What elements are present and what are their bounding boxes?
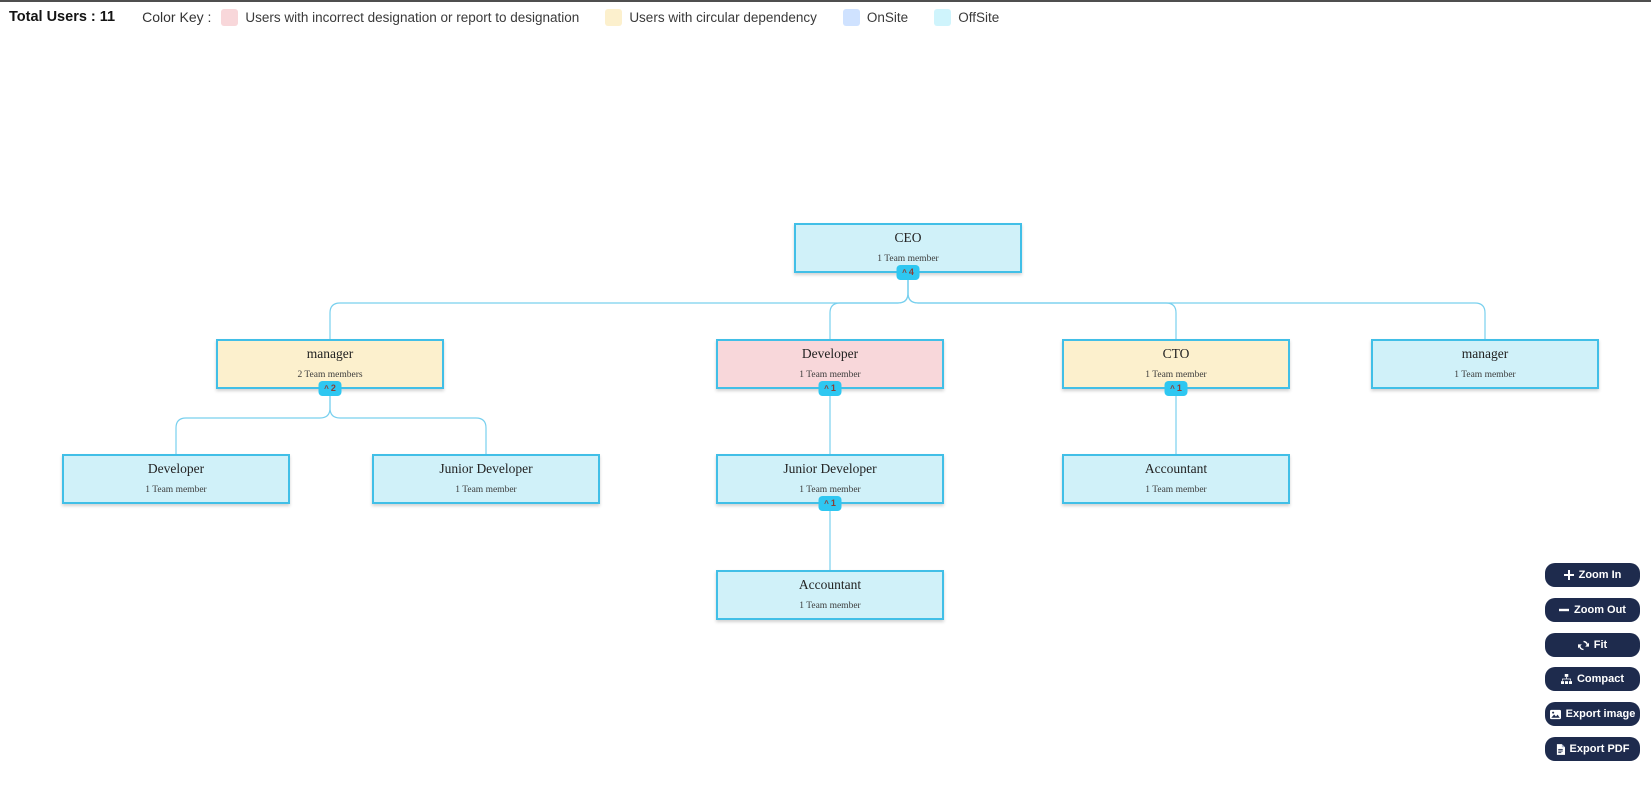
node-title: Developer: [147, 461, 205, 476]
refresh-icon: [1577, 640, 1589, 651]
org-node-accountant-2[interactable]: Accountant 1 Team member: [716, 570, 944, 620]
node-title: Accountant: [1144, 461, 1208, 476]
button-label: Zoom Out: [1574, 604, 1626, 616]
org-node-manager-2[interactable]: manager 1 Team member: [1371, 339, 1599, 389]
node-subtitle: 1 Team member: [1145, 370, 1207, 380]
button-label: Fit: [1593, 639, 1608, 651]
legend-item: OnSite: [842, 8, 909, 26]
legend-swatch-icon: [934, 8, 952, 26]
node-subtitle: 1 Team member: [877, 254, 939, 264]
org-node-developer-2[interactable]: Developer 1 Team member: [62, 454, 290, 504]
sitemap-icon: [1560, 673, 1572, 685]
header-bar: Total Users : 11 Color Key : Users with …: [0, 2, 1651, 32]
collapse-badge[interactable]: ^1: [818, 381, 842, 396]
org-node-cto[interactable]: CTO 1 Team member^1: [1062, 339, 1290, 396]
org-node-developer-1[interactable]: Developer 1 Team member^1: [716, 339, 944, 396]
collapse-badge[interactable]: ^1: [818, 496, 842, 511]
legend-label: Users with circular dependency: [629, 9, 817, 25]
collapse-badge[interactable]: ^1: [1164, 381, 1188, 396]
export-pdf-button[interactable]: Export PDF: [1545, 737, 1640, 761]
caret-up-icon: ^: [324, 384, 329, 393]
image-icon: [1549, 709, 1561, 720]
button-label: Export PDF: [1569, 743, 1630, 755]
legend-label: Users with incorrect designation or repo…: [245, 9, 580, 25]
fit-button[interactable]: Fit: [1545, 633, 1640, 657]
total-users-label: Total Users :: [9, 9, 96, 25]
zoom-in-button[interactable]: Zoom In: [1545, 563, 1640, 587]
compact-button[interactable]: Compact: [1545, 667, 1640, 691]
export-image-button[interactable]: Export image: [1545, 702, 1640, 726]
node-subtitle: 1 Team member: [799, 370, 861, 380]
button-label: Zoom In: [1578, 569, 1622, 581]
collapse-badge[interactable]: ^4: [896, 265, 920, 280]
node-title: CEO: [894, 230, 922, 245]
node-subtitle: 1 Team member: [1145, 485, 1207, 495]
pdf-file-icon: [1556, 743, 1565, 755]
total-users: Total Users : 11: [9, 9, 115, 25]
node-title: Junior Developer: [783, 461, 877, 476]
node-subtitle: 1 Team member: [799, 485, 861, 495]
legend-item: Users with incorrect designation or repo…: [221, 8, 580, 26]
zoom-out-button[interactable]: Zoom Out: [1545, 598, 1640, 622]
legend-swatch-icon: [842, 8, 860, 26]
caret-up-icon: ^: [1170, 384, 1175, 393]
caret-up-icon: ^: [902, 268, 907, 277]
legend-item: Users with circular dependency: [605, 8, 817, 26]
minus-icon: [1559, 605, 1570, 615]
node-title: manager: [1461, 346, 1509, 361]
caret-up-icon: ^: [824, 384, 829, 393]
org-node-accountant-1[interactable]: Accountant 1 Team member: [1062, 454, 1290, 504]
org-node-junior-developer-1[interactable]: Junior Developer 1 Team member: [372, 454, 600, 504]
node-title: manager: [306, 346, 354, 361]
collapse-badge[interactable]: ^2: [318, 381, 342, 396]
legend-swatch-icon: [221, 8, 239, 26]
legend-label: OffSite: [958, 9, 1000, 25]
node-subtitle: 1 Team member: [1454, 370, 1516, 380]
total-users-value: 11: [99, 9, 116, 25]
node-subtitle: 2 Team members: [297, 370, 363, 380]
caret-up-icon: ^: [824, 499, 829, 508]
node-title: Accountant: [798, 577, 862, 592]
legend-swatch-icon: [605, 8, 623, 26]
button-label: Export image: [1565, 708, 1636, 720]
org-node-ceo[interactable]: CEO 1 Team member^4: [794, 223, 1022, 280]
plus-icon: [1563, 570, 1574, 580]
node-subtitle: 1 Team member: [455, 485, 517, 495]
node-subtitle: 1 Team member: [145, 485, 207, 495]
legend-label: OnSite: [866, 9, 909, 25]
legend-item: OffSite: [934, 8, 1000, 26]
org-node-junior-developer-2[interactable]: Junior Developer 1 Team member^1: [716, 454, 944, 511]
node-title: Developer: [801, 346, 859, 361]
color-key-label: Color Key :: [142, 9, 212, 25]
org-node-manager-1[interactable]: manager 2 Team members^2: [216, 339, 444, 396]
legend: Users with incorrect designation or repo…: [221, 8, 1000, 26]
node-subtitle: 1 Team member: [799, 601, 861, 611]
button-label: Compact: [1576, 673, 1625, 685]
node-title: CTO: [1162, 346, 1190, 361]
node-title: Junior Developer: [439, 461, 533, 476]
